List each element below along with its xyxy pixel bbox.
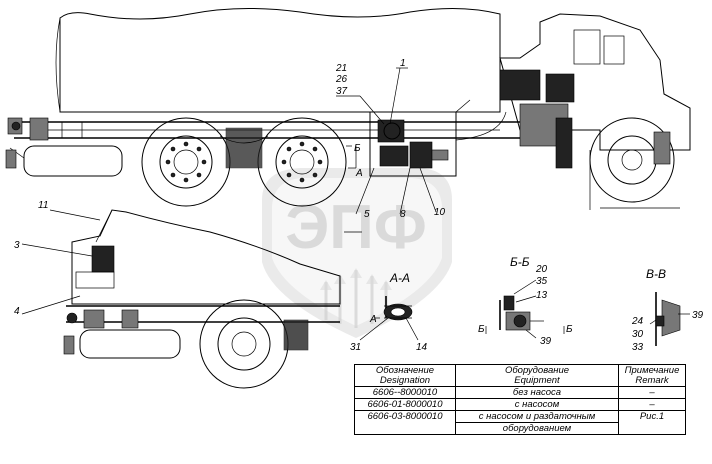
table-header-row: Обозначение Designation Оборудование Equ… [354, 364, 686, 387]
callout-31: 31 [350, 342, 361, 353]
cell-remark: Рис.1 [618, 410, 686, 423]
cell-equipment: с насосом [455, 398, 619, 411]
callout-30: 30 [632, 329, 644, 340]
cell-designation: 6606-01-8000010 [354, 398, 456, 411]
truck-side-view [5, 7, 691, 210]
rear-partial-view [21, 209, 341, 389]
section-mark-b-view-left: Б [478, 324, 485, 335]
view-label-bb: Б-Б [510, 255, 530, 269]
table-row: 6606-01-8000010 с насосом – [354, 398, 686, 411]
table-row: оборудованием [354, 422, 686, 435]
cell-equipment: с насосом и раздаточным [455, 410, 619, 423]
callout-35: 35 [536, 276, 548, 287]
callout-11: 11 [38, 200, 48, 211]
header-remark: Примечание Remark [618, 364, 686, 387]
view-label-aa: А-А [389, 271, 410, 285]
watermark-emblem: ЭПФ [262, 168, 452, 338]
callout-39-bb: 39 [540, 336, 552, 347]
callout-labels: 1 21 26 37 Б А 5 8 10 11 3 4 А-А 31 14 А… [14, 58, 704, 353]
header-designation: Обозначение Designation [354, 364, 456, 387]
cell-designation: 6606-03-8000010 [354, 410, 456, 423]
callout-14: 14 [416, 342, 428, 353]
watermark-logo-text: ЭПФ [285, 193, 427, 262]
callout-37: 37 [336, 86, 348, 97]
cell-equipment: без насоса [455, 386, 619, 399]
section-bb [485, 279, 565, 339]
designation-table: Обозначение Designation Оборудование Equ… [354, 364, 686, 435]
section-vv [649, 292, 690, 346]
cell-designation: 6606--8000010 [354, 386, 456, 399]
section-mark-a-view: А [369, 314, 377, 325]
callout-10: 10 [434, 207, 446, 218]
callout-20: 20 [535, 264, 548, 275]
cell-equipment: оборудованием [455, 422, 619, 435]
table-row: 6606-03-8000010 с насосом и раздаточным … [354, 410, 686, 423]
cell-remark [618, 422, 686, 435]
section-aa [359, 296, 419, 341]
callout-21: 21 [335, 63, 347, 74]
callout-24: 24 [631, 316, 644, 327]
callout-26: 26 [335, 74, 348, 85]
callout-1: 1 [400, 58, 406, 69]
view-label-vv: В-В [646, 267, 666, 281]
leader-lines-main [336, 67, 437, 233]
section-mark-b-left: Б [354, 143, 361, 154]
callout-4: 4 [14, 306, 20, 317]
cell-remark: – [618, 398, 686, 411]
section-mark-b-view-right: Б [566, 324, 573, 335]
header-equipment: Оборудование Equipment [455, 364, 619, 387]
callout-33: 33 [632, 342, 644, 353]
section-mark-a-left: А [355, 168, 363, 179]
table-row: 6606--8000010 без насоса – [354, 386, 686, 399]
callout-3: 3 [14, 240, 20, 251]
callout-8: 8 [400, 209, 406, 220]
callout-13: 13 [536, 290, 548, 301]
cell-remark: – [618, 386, 686, 399]
callout-39-vv: 39 [692, 310, 704, 321]
callout-5: 5 [364, 209, 370, 220]
cell-designation [354, 422, 456, 435]
